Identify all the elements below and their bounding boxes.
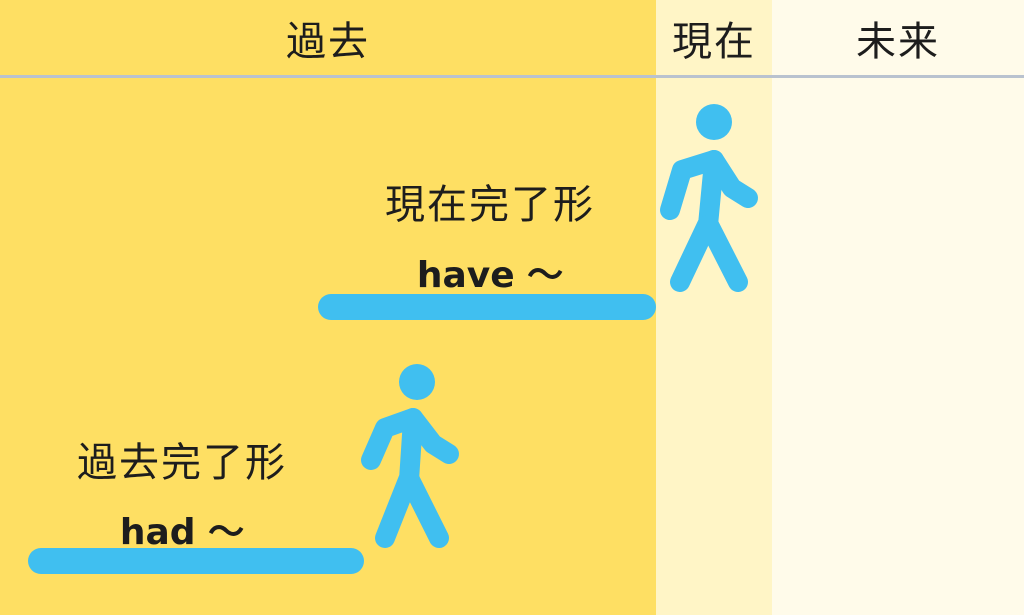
- present-perfect-title: 現在完了形: [385, 182, 595, 228]
- past-perfect-title: 過去完了形: [77, 440, 287, 486]
- present-perfect-form: have ～: [416, 255, 564, 296]
- future-header: 未来: [856, 19, 940, 65]
- header-divider: [0, 75, 1024, 78]
- past-perfect-bar: [28, 548, 364, 574]
- present-header: 現在: [672, 19, 756, 65]
- walking-person-icon: [660, 104, 758, 292]
- walking-person-icon: [361, 364, 459, 548]
- past-perfect-form: had ～: [119, 512, 245, 553]
- future-column: [772, 0, 1024, 615]
- present-perfect-bar: [318, 294, 656, 320]
- past-header: 過去: [286, 19, 370, 65]
- present-column: [656, 0, 772, 615]
